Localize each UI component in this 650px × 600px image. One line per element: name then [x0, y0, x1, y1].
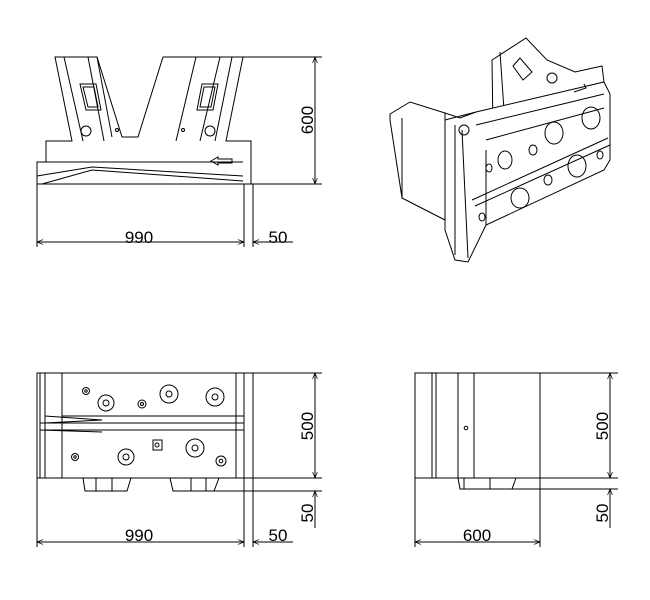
bottom-view: 990 50 500 50 — [36, 372, 322, 547]
front-height-dim: 600 — [298, 106, 317, 134]
side-view: 600 500 50 — [414, 372, 618, 547]
front-offset-dim: 50 — [269, 228, 288, 247]
side-height-dim: 500 — [593, 412, 612, 440]
side-small-height-dim: 50 — [593, 504, 612, 523]
bottom-width-dim: 990 — [125, 526, 153, 545]
bottom-small-height-dim: 50 — [298, 504, 317, 523]
side-width-dim: 600 — [463, 526, 491, 545]
front-view: 990 50 600 — [36, 56, 322, 247]
bottom-height-dim: 500 — [298, 412, 317, 440]
bottom-offset-dim: 50 — [269, 526, 288, 545]
front-width-dim: 990 — [125, 228, 153, 247]
isometric-view — [389, 37, 611, 263]
